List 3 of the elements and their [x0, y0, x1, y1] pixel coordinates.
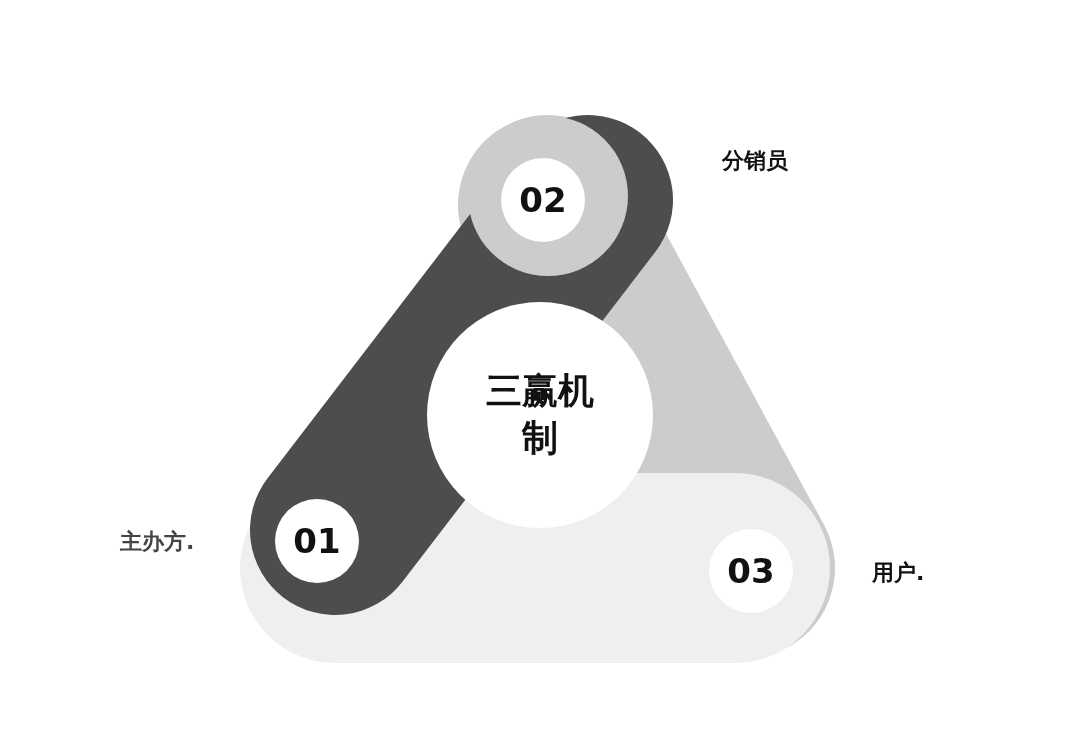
role-label: 用户.	[872, 559, 925, 587]
role-label: 主办方.	[120, 528, 195, 556]
role-label: 分销员	[722, 147, 788, 175]
